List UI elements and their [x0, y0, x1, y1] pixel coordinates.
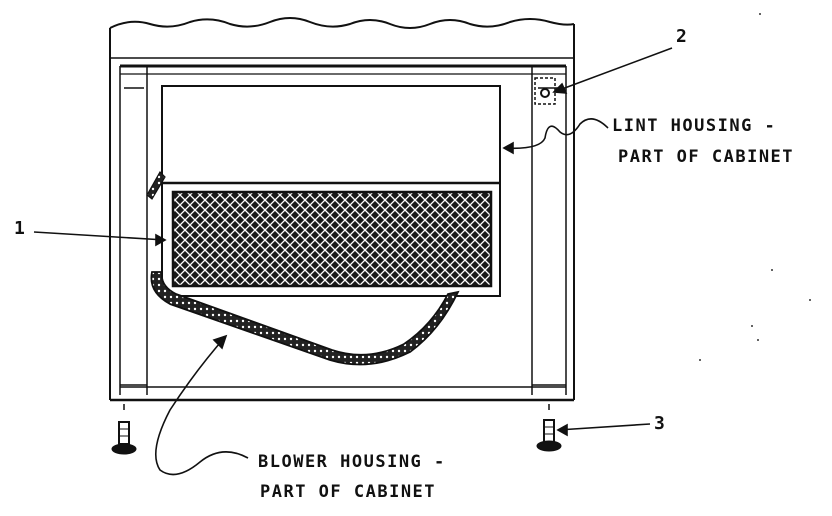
lint-screen — [171, 190, 493, 288]
torn-top-edge — [109, 17, 575, 29]
lint-housing — [146, 85, 501, 297]
blower-housing-label-line2: PART OF CABINET — [260, 482, 437, 502]
callout-1: 1 — [14, 218, 27, 239]
lint-housing-label-line1: LINT HOUSING - — [612, 116, 777, 136]
callout-3: 3 — [654, 413, 667, 434]
cabinet-outline — [109, 17, 575, 402]
screw — [534, 77, 556, 105]
blower-housing-label-line1: BLOWER HOUSING - — [258, 452, 446, 472]
callout-2: 2 — [676, 26, 689, 47]
lint-housing-label-line2: PART OF CABINET — [618, 147, 795, 167]
left-rail — [119, 66, 148, 395]
leader-lines — [33, 47, 673, 476]
blower-housing — [150, 271, 460, 366]
right-rail — [531, 66, 567, 395]
leveling-leg — [536, 404, 562, 452]
left-leveling-leg — [111, 404, 137, 455]
scan-specks — [699, 13, 811, 361]
